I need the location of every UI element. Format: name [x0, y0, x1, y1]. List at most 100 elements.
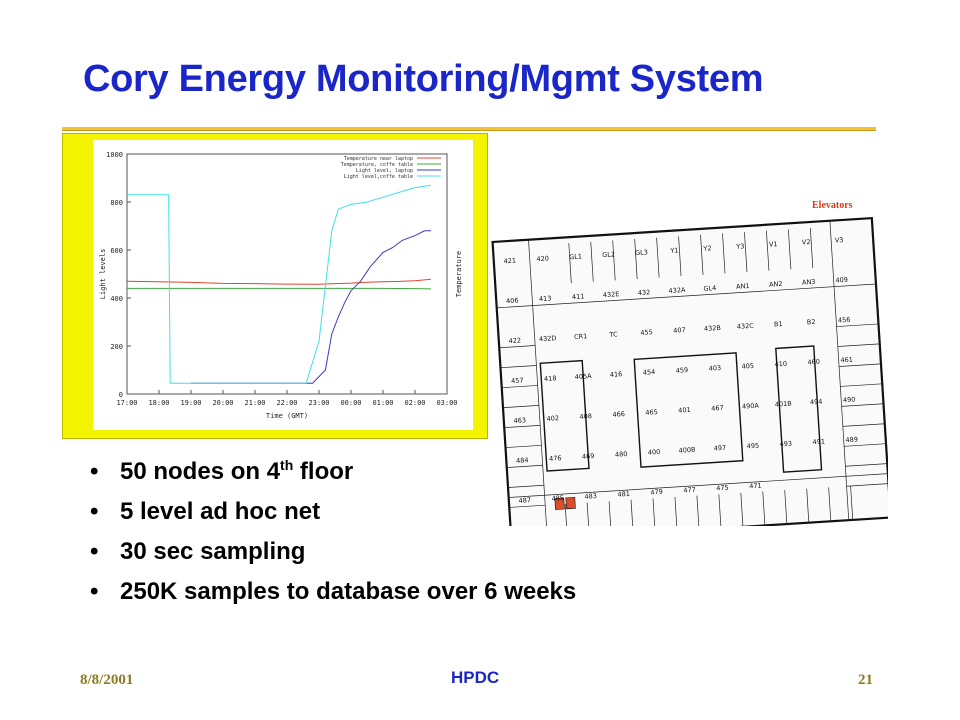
elevator-marker	[565, 497, 576, 510]
corridor-line	[496, 283, 876, 309]
room-label: 408	[579, 412, 592, 421]
room-label: 413	[539, 294, 552, 303]
y-tick-label: 800	[110, 199, 123, 207]
series-line	[127, 287, 432, 290]
room-label: 463	[513, 416, 526, 425]
y2-axis-label: Temperature	[455, 251, 463, 297]
y-tick-label: 200	[110, 343, 123, 351]
corridor-line	[528, 239, 548, 526]
room-label: 420	[536, 254, 549, 263]
room-label: V2	[802, 238, 811, 247]
room-label: 454	[643, 368, 656, 377]
room-label: AN3	[802, 278, 816, 287]
room-label: 410	[774, 360, 787, 369]
room-divider	[501, 385, 538, 389]
room-label: GL1	[569, 252, 582, 261]
footer-date: 8/8/2001	[80, 672, 134, 688]
bullet-text-tail: floor	[293, 458, 354, 485]
bullet-text: 250K samples to database over 6 weeks	[120, 578, 577, 605]
room-label: 476	[549, 454, 562, 463]
room-label: 455	[640, 328, 653, 337]
slide-title: Cory Energy Monitoring/Mgmt System	[83, 58, 764, 100]
footer-conference: HPDC	[451, 668, 500, 687]
room-label: AN1	[736, 282, 750, 291]
x-tick-label: 17:00	[116, 399, 137, 407]
room-divider	[608, 501, 612, 526]
bullet-item: •5 level ad hoc net	[90, 492, 576, 532]
room-divider	[505, 444, 542, 448]
room-label: 475	[716, 484, 729, 493]
room-label: 460	[807, 358, 820, 367]
room-460-block	[775, 345, 823, 473]
room-divider	[612, 240, 616, 281]
room-label: 485	[551, 494, 564, 503]
room-label: 418	[544, 374, 557, 383]
room-label: Y2	[702, 244, 712, 253]
room-label: 469	[582, 452, 595, 461]
room-divider	[828, 487, 832, 522]
bullet-dot: •	[90, 538, 99, 565]
room-label: 401	[678, 406, 691, 415]
room-label: 406	[506, 296, 519, 305]
room-divider	[844, 443, 887, 447]
bullet-text: 50 nodes on 4	[120, 458, 281, 485]
courtyard	[633, 352, 744, 468]
room-label: 493	[779, 440, 792, 449]
room-label: 480	[615, 450, 628, 459]
legend-label: Light level, laptop	[356, 168, 413, 174]
x-tick-label: 18:00	[148, 399, 169, 407]
room-divider	[840, 383, 883, 387]
legend-label: Temperature, coffe table	[341, 162, 413, 168]
room-label: 491	[812, 438, 825, 447]
bullet-text: 30 sec sampling	[120, 538, 306, 565]
room-label: 400B	[678, 446, 695, 455]
room-divider	[590, 241, 594, 282]
room-divider	[806, 488, 810, 523]
room-divider	[740, 492, 744, 526]
title-underline	[62, 127, 876, 130]
building-outline	[491, 216, 888, 526]
series-line	[127, 184, 432, 384]
room-divider	[809, 227, 814, 268]
room-label: 490	[843, 396, 856, 405]
room-label: 484	[516, 456, 529, 465]
bullet-item: •50 nodes on 4th floor	[90, 452, 576, 492]
room-divider	[845, 463, 888, 467]
room-divider	[837, 343, 880, 347]
room-label: V3	[835, 236, 844, 245]
y-tick-label: 400	[110, 295, 123, 303]
bullet-item: • 30 sec sampling	[90, 532, 576, 572]
room-label: 497	[714, 444, 727, 453]
title-underline-shadow	[62, 130, 876, 131]
x-tick-label: 23:00	[308, 399, 329, 407]
room-divider	[506, 464, 543, 468]
room-label: 432B	[704, 324, 721, 333]
room-divider	[700, 234, 704, 275]
room-divider	[841, 403, 884, 407]
room-divider	[586, 502, 590, 526]
x-axis-label: Time (GMT)	[266, 412, 308, 420]
room-label: 432A	[668, 286, 686, 295]
room-divider	[630, 499, 634, 526]
room-divider	[674, 497, 678, 526]
room-label: 487	[518, 496, 531, 505]
room-label: 432D	[539, 334, 557, 343]
y-tick-label: 0	[119, 391, 123, 399]
room-label: 477	[683, 486, 696, 495]
room-divider	[842, 423, 885, 427]
room-label: Y1	[669, 246, 679, 255]
room-divider	[836, 323, 879, 327]
room-divider	[839, 363, 882, 367]
room-label: 466	[612, 410, 625, 419]
room-divider	[500, 365, 537, 369]
room-label: 479	[650, 488, 663, 497]
y-tick-label: 1000	[106, 151, 123, 159]
room-label: CR1	[574, 332, 588, 341]
corridor-line	[829, 220, 850, 521]
room-divider	[634, 239, 638, 280]
room-label: 471	[749, 482, 762, 491]
bullet-dot: •	[90, 498, 99, 525]
room-label: 400	[648, 448, 661, 457]
room-divider	[722, 233, 726, 274]
